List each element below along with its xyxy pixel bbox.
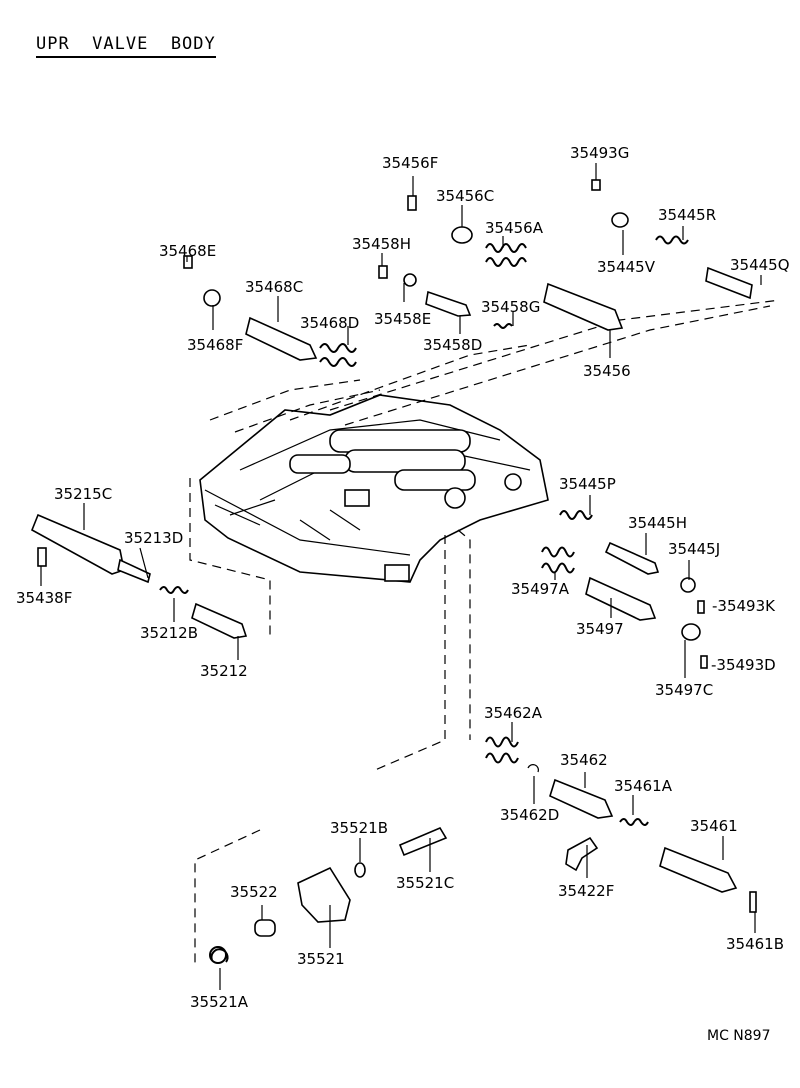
valve-35468C bbox=[245, 316, 318, 361]
assembly-leader-lines bbox=[189, 299, 781, 965]
label-35493K: -35493K bbox=[712, 597, 775, 615]
label-35522: 35522 bbox=[230, 883, 278, 901]
label-35456C: 35456C bbox=[436, 187, 495, 205]
label-35462: 35462 bbox=[560, 751, 608, 769]
label-35468D: 35468D bbox=[300, 314, 360, 332]
part-35456C bbox=[451, 226, 473, 244]
label-35521B: 35521B bbox=[330, 819, 389, 837]
sleeve-35461 bbox=[659, 846, 738, 893]
part-35497C bbox=[681, 623, 701, 641]
spring-35212B bbox=[159, 586, 189, 594]
valve-35456 bbox=[543, 282, 624, 331]
label-35497A: 35497A bbox=[511, 580, 569, 598]
label-35521C: 35521C bbox=[396, 874, 455, 892]
valve-35462 bbox=[549, 778, 614, 819]
label-35497C: 35497C bbox=[655, 681, 714, 699]
label-35456A: 35456A bbox=[485, 219, 543, 237]
part-35493D bbox=[700, 655, 708, 669]
label-35445J: 35445J bbox=[668, 540, 721, 558]
label-35468E: 35468E bbox=[159, 242, 217, 260]
label-leaders bbox=[40, 163, 762, 990]
label-35456F: 35456F bbox=[382, 154, 439, 172]
retainer-35422F bbox=[565, 836, 599, 872]
part-35493K bbox=[697, 600, 705, 614]
label-35212: 35212 bbox=[200, 662, 248, 680]
clip-35462D bbox=[527, 764, 539, 773]
valve-35445H bbox=[604, 541, 660, 575]
spring-35468D bbox=[319, 343, 357, 367]
label-35521A: 35521A bbox=[190, 993, 248, 1011]
label-35462D: 35462D bbox=[500, 806, 560, 824]
top-parts bbox=[183, 179, 753, 367]
label-35521: 35521 bbox=[297, 950, 345, 968]
label-35215C: 35215C bbox=[54, 485, 113, 503]
part-35445J bbox=[680, 577, 696, 593]
valve-35458D bbox=[425, 290, 472, 317]
spring-35458G bbox=[493, 323, 513, 329]
valve-35212 bbox=[191, 602, 248, 639]
label-35462A: 35462A bbox=[484, 704, 542, 722]
label-35212B: 35212B bbox=[140, 624, 199, 642]
spring-35461A bbox=[619, 818, 649, 826]
label-35458H: 35458H bbox=[352, 235, 411, 253]
upper-valve-body bbox=[199, 394, 549, 583]
part-35213D bbox=[117, 558, 151, 584]
part-35493G bbox=[591, 179, 601, 191]
part-35458E bbox=[403, 273, 417, 287]
label-35445R: 35445R bbox=[658, 206, 717, 224]
label-35213D: 35213D bbox=[124, 529, 184, 547]
spring-35497A bbox=[541, 546, 575, 574]
spring-35521A bbox=[209, 946, 229, 964]
label-35493D: -35493D bbox=[711, 656, 776, 674]
lower-left-parts bbox=[209, 826, 448, 964]
part-35468F bbox=[203, 289, 221, 307]
label-35461A: 35461A bbox=[614, 777, 672, 795]
detent-35521 bbox=[297, 866, 351, 923]
label-35458E: 35458E bbox=[374, 310, 432, 328]
diagram-title: UPR VALVE BODY bbox=[36, 34, 216, 58]
label-35445V: 35445V bbox=[597, 258, 655, 276]
bolt-35521C bbox=[398, 826, 448, 857]
label-35468F: 35468F bbox=[187, 336, 244, 354]
label-35445P: 35445P bbox=[559, 475, 616, 493]
label-35493G: 35493G bbox=[570, 144, 630, 162]
label-35458G: 35458G bbox=[481, 298, 541, 316]
spring-35445R bbox=[655, 235, 689, 245]
part-35445V bbox=[611, 212, 629, 228]
label-35468C: 35468C bbox=[245, 278, 304, 296]
label-35458D: 35458D bbox=[423, 336, 483, 354]
left-parts bbox=[30, 513, 248, 639]
label-35497: 35497 bbox=[576, 620, 624, 638]
valve-35497 bbox=[585, 576, 657, 621]
lower-right-parts bbox=[485, 736, 757, 913]
label-35445Q: 35445Q bbox=[730, 256, 790, 274]
valve-35445Q bbox=[705, 266, 753, 300]
spring-35445P bbox=[559, 510, 593, 520]
pin-35522 bbox=[254, 919, 276, 937]
label-35461B: 35461B bbox=[726, 935, 785, 953]
diagram-code: MC N897 bbox=[707, 1028, 771, 1044]
label-35456: 35456 bbox=[583, 362, 631, 380]
part-35468E bbox=[183, 255, 193, 269]
part-35456F bbox=[407, 195, 417, 211]
right-middle-parts bbox=[541, 510, 708, 669]
pin-35461B bbox=[749, 891, 757, 913]
label-35438F: 35438F bbox=[16, 589, 73, 607]
spring-35456A bbox=[485, 243, 527, 267]
label-35445H: 35445H bbox=[628, 514, 687, 532]
label-35461: 35461 bbox=[690, 817, 738, 835]
washer-35521B bbox=[354, 862, 366, 878]
part-35458H bbox=[378, 265, 388, 279]
sleeve-35215C bbox=[30, 513, 125, 575]
spring-35462A bbox=[485, 736, 519, 764]
label-35422F: 35422F bbox=[558, 882, 615, 900]
part-35438F bbox=[37, 547, 47, 567]
